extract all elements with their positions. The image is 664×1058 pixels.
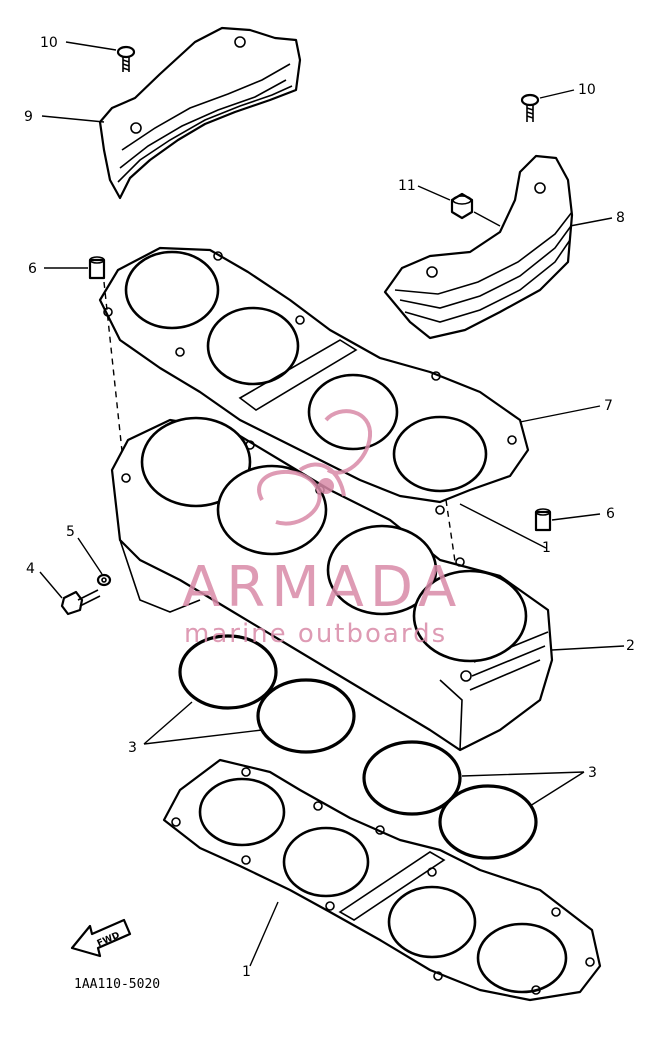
callout-3-right: 3 (588, 765, 597, 781)
callout-5: 5 (66, 524, 75, 540)
part-9-cylinder-cover-left (98, 26, 302, 200)
part-2-cylinder-block (110, 416, 554, 752)
callout-1-lower: 1 (242, 964, 251, 980)
callout-6-right: 6 (606, 506, 615, 522)
callout-1-upper: 1 (542, 540, 551, 556)
diagram-code: 1AA110-5020 (74, 977, 160, 992)
part-3-o-rings (178, 634, 538, 860)
part-6-dowel-pin-right (534, 508, 552, 532)
callout-10-right: 10 (578, 82, 596, 98)
watermark-tagline: marine outboards (184, 619, 447, 649)
part-6-dowel-pin-left (88, 256, 106, 280)
alignment-line-left (103, 281, 125, 471)
part-4-bolt (60, 589, 101, 616)
part-5-washer (96, 573, 112, 587)
part-10-bolt-right (520, 93, 540, 122)
watermark: ARMADA marine outboards (182, 409, 462, 649)
callout-10-left: 10 (40, 35, 58, 51)
callout-7: 7 (604, 398, 613, 414)
part-8-cylinder-cover-right (383, 154, 574, 340)
callout-3-left: 3 (128, 740, 137, 756)
part-11-grommet (450, 192, 474, 220)
callout-8: 8 (616, 210, 625, 226)
front-direction-arrow: FWD (70, 918, 132, 958)
watermark-logo-icon (257, 409, 373, 526)
callout-11: 11 (398, 178, 416, 194)
part-1-base-gasket (162, 758, 602, 1002)
leader-lines (39, 41, 625, 967)
callout-4: 4 (26, 561, 35, 577)
watermark-brand: ARMADA (182, 555, 462, 620)
callout-2: 2 (626, 638, 635, 654)
callout-9: 9 (24, 109, 33, 125)
part-7-head-gasket (98, 246, 530, 515)
part-10-bolt-left (116, 45, 136, 72)
callout-6-left: 6 (28, 261, 37, 277)
